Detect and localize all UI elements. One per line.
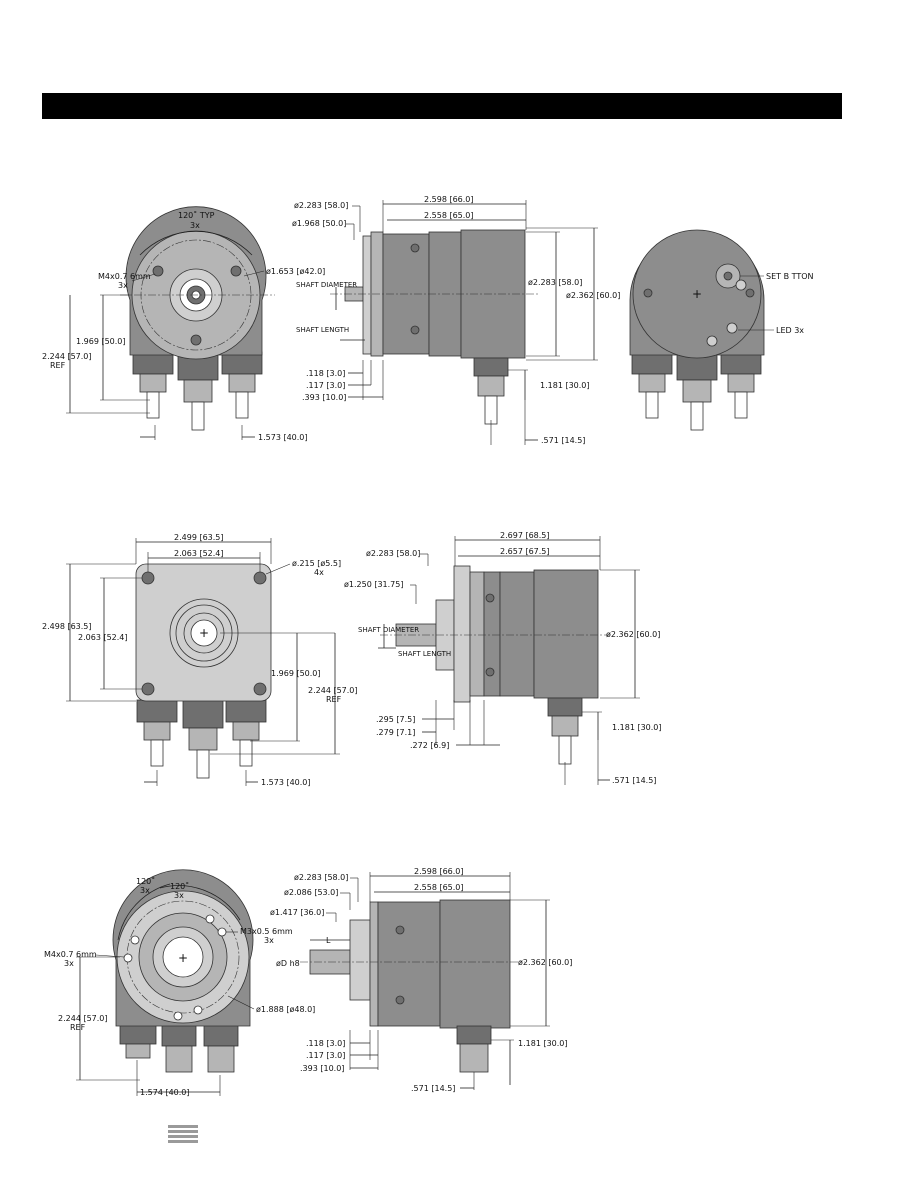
angle1-qty: 3x [140, 886, 150, 895]
conn-offset-label: .571 [14.5] [541, 436, 585, 445]
height-ref-label: REF [70, 1023, 86, 1032]
hole-label: ø.215 [ø5.5] [292, 559, 341, 568]
shaft-length-label: SHAFT LENGTH [296, 326, 349, 334]
mounting-hole [230, 265, 242, 277]
drawing1-front-view: 120˚ TYP 3x M4x0.7 6mm 3x ø1.653 [ø42.0]… [42, 206, 325, 442]
flange-hole [141, 682, 155, 696]
dia-36-label: ø1.417 [36.0] [270, 908, 324, 917]
flange-dia-label: ø2.283 [58.0] [366, 549, 420, 558]
angle-qty: 3x [190, 221, 200, 230]
connector-right [221, 351, 263, 419]
height-ref-value-label: 2.244 [57.0] [308, 686, 358, 695]
mounting-hole [152, 265, 164, 277]
flange-dia-label: ø2.283 [58.0] [294, 873, 348, 882]
thread-qty: 3x [118, 281, 128, 290]
flange-hole [141, 571, 155, 585]
drawing2-front-view: + 2.499 [63.5] 2.063 [52.4] ø.215 [ø5.5]… [42, 533, 358, 787]
shaft-diameter-label: SHAFT DIAMETER [296, 281, 357, 289]
conn-height-label: 1.181 [30.0] [518, 1039, 568, 1048]
dim-d1-label: .295 [7.5] [376, 715, 415, 724]
drawing3-front-view: + 120˚ 3x 120˚ 3x M4x0.7 6mm 3x M3x0.5 6… [44, 869, 315, 1097]
thread1-label: M4x0.7 6mm [44, 950, 97, 959]
height-total-label: 2.244 [57.0] [58, 1014, 108, 1023]
thread2-qty: 3x [264, 936, 274, 945]
body-dia2-label: ø2.362 [60.0] [566, 291, 620, 300]
width-total-label: 2.499 [63.5] [174, 533, 224, 542]
led-indicator [726, 322, 738, 334]
drawing1-side-view: 2.598 [66.0] 2.558 [65.0] ø2.283 [58.0] … [292, 195, 620, 445]
length-total-label: 2.697 [68.5] [500, 531, 550, 540]
height-total-label: 2.498 [63.5] [42, 622, 92, 631]
dim-d3-label: .393 [10.0] [300, 1064, 344, 1073]
length-body-label: 2.558 [65.0] [424, 211, 474, 220]
height-ref-label: REF [50, 361, 66, 370]
flange-dia-label: ø2.283 [58.0] [294, 201, 348, 210]
dim-d3-label: .393 [10.0] [302, 393, 346, 402]
led-indicator [735, 279, 747, 291]
pilot-dia-label: ø1.250 [31.75] [344, 580, 403, 589]
mounting-hole [190, 334, 202, 346]
drawing2-side-view: 2.697 [68.5] 2.657 [67.5] ø2.283 [58.0] … [344, 531, 662, 785]
dim-d2-label: .279 [7.1] [376, 728, 415, 737]
bolt-circle-label: ø1.888 [ø48.0] [256, 1005, 315, 1014]
width-holes-label: 2.063 [52.4] [174, 549, 224, 558]
hole-qty: 4x [314, 568, 324, 577]
dim-d2-label: .117 [3.0] [306, 1051, 345, 1060]
section-header-bar [42, 93, 842, 119]
height-holes-label: 2.063 [52.4] [78, 633, 128, 642]
connector-spacing-label: 1.574 [40.0] [140, 1088, 190, 1097]
thread-label: M4x0.7 6mm [98, 272, 151, 281]
bolt-circle-label: ø1.653 [ø42.0] [266, 267, 325, 276]
conn-offset-label: .571 [14.5] [612, 776, 656, 785]
angle-label: 120˚ TYP [178, 210, 215, 220]
dim-d1-label: .118 [3.0] [306, 369, 345, 378]
conn-offset-label: .571 [14.5] [411, 1084, 455, 1093]
shaft-length-label: SHAFT LENGTH [398, 650, 451, 658]
body-dia-label: ø2.362 [60.0] [606, 630, 660, 639]
svg-text:+: + [178, 951, 188, 965]
conn-height-label: 1.181 [30.0] [612, 723, 662, 732]
dim-d3-label: .272 [6.9] [410, 741, 449, 750]
connector-spacing-label: 1.573 [40.0] [258, 433, 308, 442]
connector-center [177, 351, 219, 431]
connector-left [132, 351, 174, 419]
height-center-label: 1.969 [50.0] [76, 337, 126, 346]
svg-text:+: + [199, 626, 209, 640]
d-label: øD h8 [276, 959, 300, 968]
length-body-label: 2.657 [67.5] [500, 547, 550, 556]
led-indicator [706, 335, 718, 347]
conn-height-label: 1.181 [30.0] [540, 381, 590, 390]
angle2-qty: 3x [174, 891, 184, 900]
angle1-label: 120˚ [136, 876, 155, 886]
thread1-qty: 3x [64, 959, 74, 968]
connector-spacing-label: 1.573 [40.0] [261, 778, 311, 787]
svg-text:+: + [692, 287, 702, 301]
dia-53-label: ø2.086 [53.0] [284, 888, 338, 897]
height-total-label: 2.244 [57.0] [42, 352, 92, 361]
dim-d2-label: .117 [3.0] [306, 381, 345, 390]
drawing1-back-view: + SET B TTON LED 3x [629, 229, 814, 431]
length-total-label: 2.598 [66.0] [424, 195, 474, 204]
pilot-dia-label: ø1.968 [50.0] [292, 219, 346, 228]
dim-d1-label: .118 [3.0] [306, 1039, 345, 1048]
drawing3-side-view: 2.598 [66.0] 2.558 [65.0] ø2.283 [58.0] … [270, 867, 572, 1093]
l-label: L [326, 936, 331, 945]
footer-logo [168, 1125, 198, 1143]
thread2-label: M3x0.5 6mm [240, 927, 293, 936]
height-ref-label: REF [326, 695, 342, 704]
body-dia-label: ø2.362 [60.0] [518, 958, 572, 967]
flange-hole [253, 682, 267, 696]
flange-hole [253, 571, 267, 585]
angle2-label: 120˚ [170, 881, 189, 891]
led-label: LED 3x [776, 326, 804, 335]
length-total-label: 2.598 [66.0] [414, 867, 464, 876]
height-center-label: 1.969 [50.0] [271, 669, 321, 678]
length-body-label: 2.558 [65.0] [414, 883, 464, 892]
body-dia1-label: ø2.283 [58.0] [528, 278, 582, 287]
shaft-diameter-label: SHAFT DIAMETER [358, 626, 419, 634]
set-button-label: SET B TTON [766, 272, 814, 281]
